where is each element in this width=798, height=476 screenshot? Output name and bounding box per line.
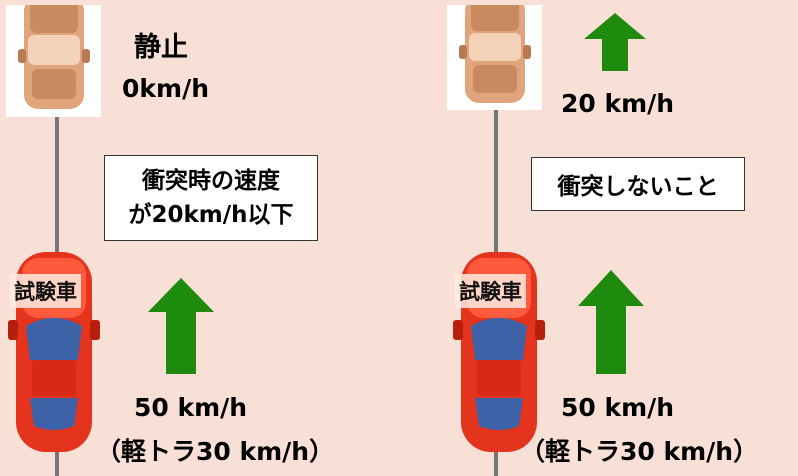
right-test-vehicle-label: 試験車 (455, 274, 526, 308)
target-car-icon (18, 0, 90, 109)
left-target-car-frame (6, 0, 101, 117)
stationary-speed: 0km/h (122, 74, 209, 103)
left-test-speed: 50 km/h (134, 393, 248, 422)
left-condition-box: 衝突時の速度 が20km/h以下 (104, 155, 318, 241)
right-condition-box: 衝突しないこと (531, 157, 745, 211)
left-condition-line1: 衝突時の速度 (142, 168, 280, 194)
up-arrow-icon (584, 13, 646, 71)
right-target-car-frame (447, 0, 542, 110)
stationary-label: 静止 (134, 32, 188, 63)
up-arrow-icon (148, 278, 214, 374)
target-speed: 20 km/h (561, 89, 675, 118)
up-arrow-icon (578, 270, 644, 374)
target-car-icon (459, 0, 531, 103)
left-test-vehicle-label: 試験車 (10, 274, 81, 308)
left-test-speed-note: （軽トラ30 km/h） (96, 437, 335, 466)
right-condition-text: 衝突しないこと (557, 174, 719, 200)
left-condition-line2: が20km/h以下 (128, 202, 294, 228)
right-test-speed-note: （軽トラ30 km/h） (520, 437, 759, 466)
right-test-speed: 50 km/h (561, 393, 675, 422)
